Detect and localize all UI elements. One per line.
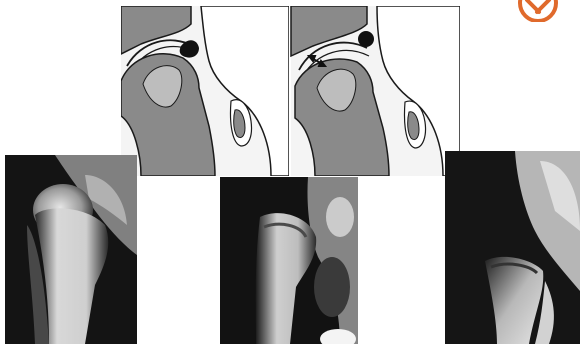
- radiograph-left: [5, 155, 137, 344]
- radiograph-middle: [220, 177, 358, 344]
- lesion-dot-right: [358, 31, 374, 47]
- circle-x-logo: [515, 0, 561, 22]
- hip-diagram-left: [121, 6, 289, 176]
- radiograph-right: [445, 151, 580, 344]
- hip-diagram-right: [291, 6, 460, 176]
- hip-diagram-panel: [121, 6, 460, 176]
